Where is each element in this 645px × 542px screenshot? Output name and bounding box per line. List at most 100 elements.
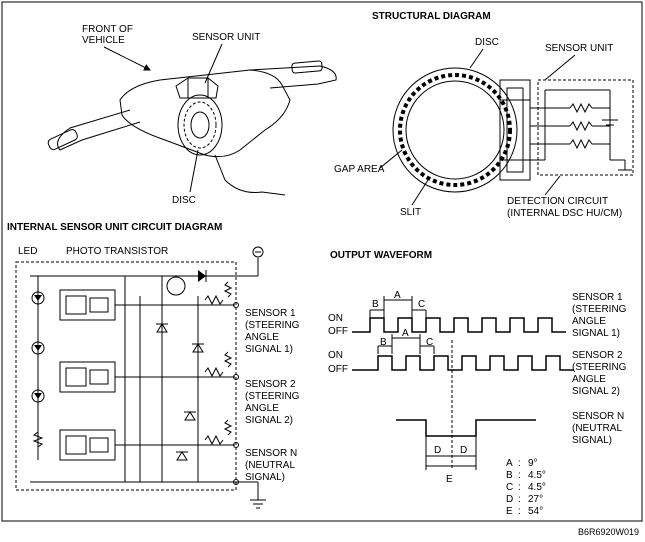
vehicle-disc-outer xyxy=(177,94,223,156)
dim-d2-label: D xyxy=(460,445,467,456)
zener-2 xyxy=(192,343,204,353)
supply-terminal xyxy=(252,246,264,258)
waveform-title: OUTPUT WAVEFORM xyxy=(330,250,432,261)
legend-d-colon: : xyxy=(518,494,521,505)
supply-diode xyxy=(198,270,206,282)
pullup-1 xyxy=(223,281,233,298)
led-2 xyxy=(31,341,45,355)
det-resistor-1 xyxy=(569,102,593,114)
detection-leader xyxy=(544,175,561,196)
led-label: LED xyxy=(18,246,37,257)
photo-module-1 xyxy=(59,289,116,321)
left-lever xyxy=(57,109,141,151)
legend-e-key: E xyxy=(506,506,513,517)
detection-label-1: DETECTION CIRCUIT xyxy=(507,196,608,207)
structural-disc-inner xyxy=(405,80,505,180)
wave-sensor-n-line-1: SENSOR N xyxy=(572,411,624,422)
disc-leader xyxy=(189,149,199,193)
det-resistor-3 xyxy=(569,138,593,150)
photo-transistor-label: PHOTO TRANSISTOR xyxy=(66,246,168,257)
structural-disc-label: DISC xyxy=(475,37,499,48)
wave-2-off: OFF xyxy=(328,364,348,375)
column-body xyxy=(119,69,291,158)
dim2-a-label: A xyxy=(402,328,409,339)
pullup-3 xyxy=(223,419,233,436)
legend-a-key: A xyxy=(506,458,513,469)
upper-lever xyxy=(249,65,337,89)
structural-slit-ring xyxy=(398,73,512,187)
legend-b-value: 4.5° xyxy=(528,470,546,481)
photo-2-amp xyxy=(89,369,109,385)
photo-1-amp xyxy=(89,297,109,313)
sensor-block xyxy=(499,79,531,181)
wave-sensor-2-line-4: SIGNAL 2) xyxy=(572,386,620,397)
out-resistor-2 xyxy=(204,366,224,378)
legend-c-colon: : xyxy=(518,482,521,493)
wave-1-on: ON xyxy=(328,313,343,324)
left-lever-tip xyxy=(47,129,78,151)
dim-a-label: A xyxy=(394,290,401,301)
photo-module-3 xyxy=(59,429,116,461)
sensor-1-waveform xyxy=(352,317,566,333)
photo-2-cell xyxy=(65,367,87,387)
structural-disc-leader xyxy=(469,48,484,69)
circuit-sensor-1-line-4: SIGNAL 1) xyxy=(245,344,293,355)
zener-4 xyxy=(176,451,188,461)
legend-a-colon: : xyxy=(518,458,521,469)
detection-circuit-box xyxy=(537,79,634,176)
wave-2-on: ON xyxy=(328,350,343,361)
circuit-sensor-n-labels: SENSOR N (NEUTRAL SIGNAL) xyxy=(245,448,297,483)
front-of-vehicle-label-1: FRONT OF xyxy=(82,24,133,35)
wave-sensor-1-line-4: SIGNAL 1) xyxy=(572,328,620,339)
vehicle-disc-label: DISC xyxy=(172,195,196,206)
circuit-sensor-1-line-1: SENSOR 1 xyxy=(245,308,296,319)
wave-sensor-2-labels: SENSOR 2 (STEERING ANGLE SIGNAL 2) xyxy=(572,350,627,397)
photo-1-cell xyxy=(65,295,87,315)
sensor-2-terminal xyxy=(233,374,239,380)
circuit-sensor-2-line-2: (STEERING xyxy=(245,391,300,402)
wave-sensor-1-line-2: (STEERING xyxy=(572,304,627,315)
figure-code: B6R6920W019 xyxy=(578,527,639,537)
circuit-sensor-2-line-1: SENSOR 2 xyxy=(245,379,296,390)
led-1 xyxy=(31,291,45,305)
sensor-unit-box xyxy=(15,261,237,491)
gap-area-leader xyxy=(379,149,403,169)
slit-label: SLIT xyxy=(400,207,421,218)
structural-diagram: STRUCTURAL DIAGRAM DISC SENSOR UNIT xyxy=(334,11,634,219)
led-1-glyph xyxy=(34,295,42,301)
wave-sensor-2-line-2: (STEERING xyxy=(572,362,627,373)
lever-tip xyxy=(291,60,323,74)
driver-transistor xyxy=(166,276,186,296)
zener-3 xyxy=(184,411,196,421)
circuit-sensor-2-labels: SENSOR 2 (STEERING ANGLE SIGNAL 2) xyxy=(245,379,300,426)
vehicle-sensor-unit-label: SENSOR UNIT xyxy=(192,32,260,43)
structural-sensor-unit-label: SENSOR UNIT xyxy=(545,43,613,54)
vehicle-disc-slits xyxy=(183,101,217,149)
front-of-vehicle-label-2: VEHICLE xyxy=(82,35,125,46)
photo-module-2 xyxy=(59,361,116,393)
output-waveform: OUTPUT WAVEFORM ON OFF ON OFF A B C A B … xyxy=(328,250,627,517)
sensor-n-terminal xyxy=(233,442,239,448)
wave-sensor-n-line-2: (NEUTRAL xyxy=(572,423,622,434)
photo-3-amp xyxy=(89,437,109,453)
wave-sensor-2-line-3: ANGLE xyxy=(572,374,606,385)
circuit-sensor-n-line-2: (NEUTRAL xyxy=(245,460,295,471)
wave-1-off: OFF xyxy=(328,326,348,337)
zener-1 xyxy=(156,323,168,333)
sensor-block-inner xyxy=(506,87,524,173)
wave-sensor-2-line-1: SENSOR 2 xyxy=(572,350,623,361)
sensor-2-waveform xyxy=(352,355,574,371)
out-resistor-1 xyxy=(204,294,224,306)
pullup-2 xyxy=(223,351,233,368)
wave-sensor-1-labels: SENSOR 1 (STEERING ANGLE SIGNAL 1) xyxy=(572,292,627,339)
lower-stalk xyxy=(214,154,286,196)
angle-legend: A : 9° B : 4.5° C : 4.5° D : 27° E : 54° xyxy=(506,458,546,517)
structural-disc-outer xyxy=(392,67,518,193)
led-3 xyxy=(31,389,45,403)
wave-sensor-n-labels: SENSOR N (NEUTRAL SIGNAL) xyxy=(572,411,624,446)
vehicle-view: FRONT OF VEHICLE SENSOR UNIT DISC xyxy=(47,24,337,206)
legend-c-value: 4.5° xyxy=(528,482,546,493)
circuit-sensor-n-line-1: SENSOR N xyxy=(245,448,297,459)
